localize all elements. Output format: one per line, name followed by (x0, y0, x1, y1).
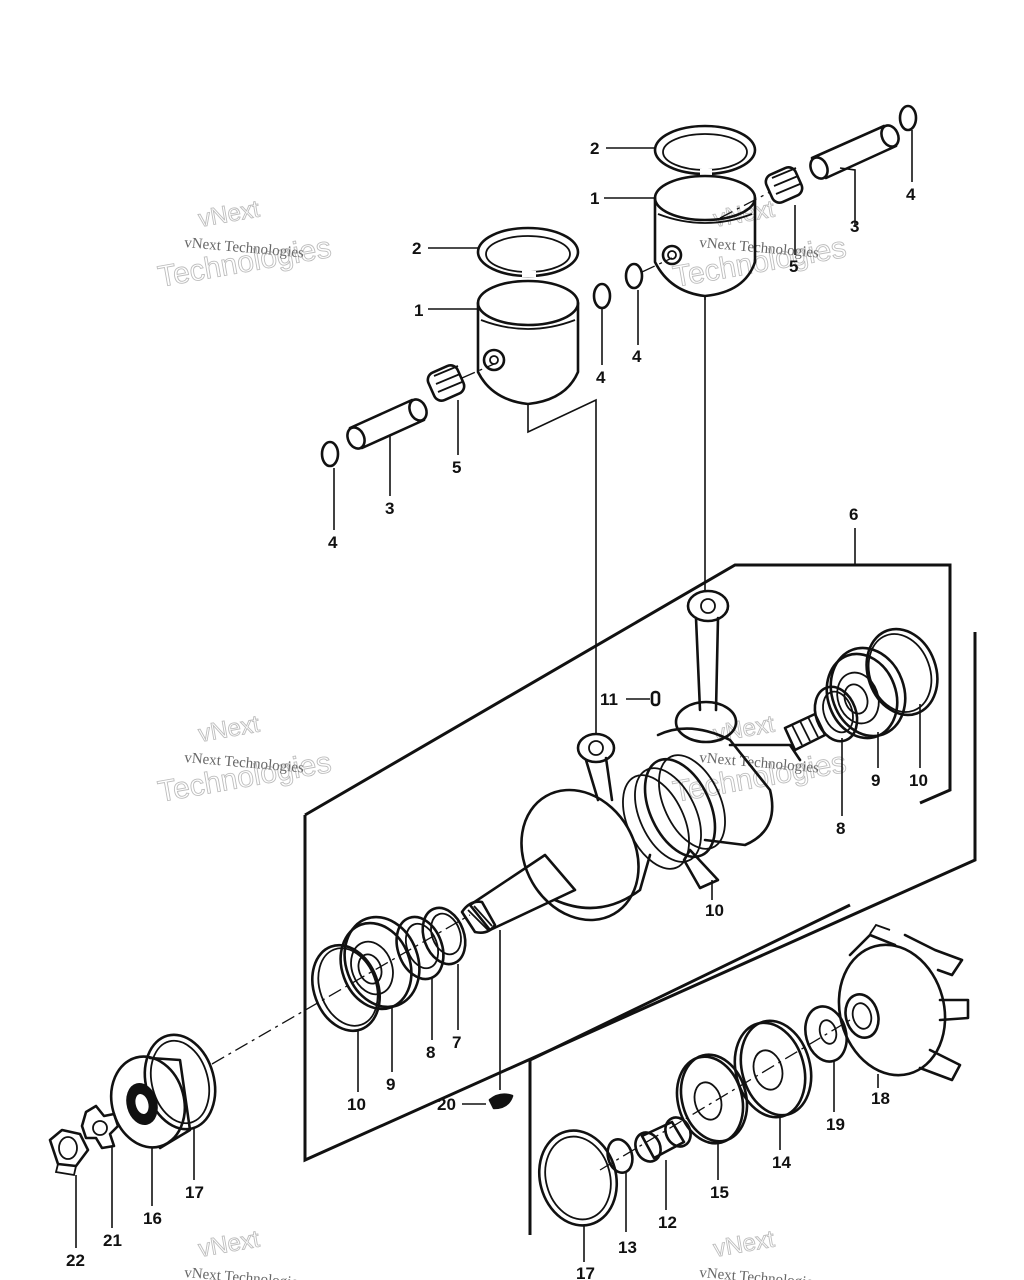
impeller-hub (837, 923, 970, 1082)
callout-pin-key: 11 (600, 690, 618, 709)
bushing (634, 1116, 692, 1163)
callout-gasket-bottom: 17 (576, 1264, 595, 1280)
watermark-line2: vNext Technologies (699, 1265, 820, 1280)
callout-oring-right: 10 (909, 771, 928, 790)
connecting-rod-left (576, 732, 616, 802)
circlip-upper-right-top (898, 104, 918, 132)
watermark-line1: vNext (196, 196, 261, 233)
callout-spacer-right: 8 (836, 819, 845, 838)
needle-bearing-left (426, 364, 466, 402)
ball-bearing-right (825, 646, 907, 740)
watermark: vNext vNext Technologies Technologies (670, 195, 849, 294)
watermark-line2: vNext Technologies (184, 1265, 305, 1280)
watermark-line1: vNext (196, 1226, 261, 1263)
hex-nut (48, 1128, 90, 1177)
callout-bushing: 12 (658, 1213, 677, 1232)
callout-spacer-left: 8 (426, 1043, 435, 1062)
crankshaft (460, 589, 827, 934)
leader-lines (75, 130, 921, 1262)
piston-group-left (320, 226, 612, 468)
callout-bearing-left-lower: 9 (386, 1075, 395, 1094)
callout-labels: 2 1 3 4 5 4 2 1 4 5 3 4 6 11 10 9 8 10 1… (66, 139, 928, 1280)
callout-lock-washer: 21 (103, 1231, 122, 1250)
piston-ring-left (476, 226, 580, 278)
piston-group-upper-right (624, 104, 918, 300)
callout-bearing-upper-right: 5 (789, 257, 798, 276)
piston-pin-left (346, 398, 428, 450)
lock-washer (80, 1104, 120, 1150)
watermark: vNext vNext Technologies (699, 1225, 820, 1280)
watermark: vNext vNext Technologies Technologies (155, 195, 334, 294)
callout-pin-upper-right: 3 (850, 217, 859, 236)
washer-left (421, 906, 467, 966)
callout-piston-left: 1 (414, 301, 423, 320)
piston-pin-upper-right (809, 124, 900, 180)
piston-ring-upper-right (653, 124, 757, 176)
gasket-bottom (537, 1129, 619, 1227)
watermark: vNext vNext Technologies Technologies (670, 710, 849, 809)
watermark-line1: vNext (711, 1226, 776, 1263)
oring-right (865, 627, 939, 717)
callout-seal-housing: 16 (143, 1209, 162, 1228)
callout-bearing-right: 9 (871, 771, 880, 790)
oring-left (311, 943, 381, 1033)
woodruff-key (462, 930, 514, 1110)
impeller-group-frame (528, 903, 851, 1235)
callout-woodruff-key: 20 (437, 1095, 456, 1114)
callout-piston-upper-right: 1 (590, 189, 599, 208)
watermark-line1: vNext (711, 711, 776, 748)
callout-nut: 22 (66, 1251, 85, 1270)
callout-pin-left: 3 (385, 499, 394, 518)
connecting-rod-right (674, 589, 738, 744)
crankshaft-assembly-frame (303, 300, 977, 1163)
callout-oring-small: 13 (618, 1238, 637, 1257)
callout-clip-left-right: 4 (596, 368, 606, 387)
callout-bearing-left: 5 (452, 458, 461, 477)
seal-housing (109, 1055, 192, 1150)
callout-thrust-washer: 15 (710, 1183, 729, 1202)
ball-bearing-left (339, 915, 421, 1011)
callout-oring-left: 10 (347, 1095, 366, 1114)
callout-ring-left: 2 (412, 239, 421, 258)
watermark: vNext vNext Technologies Technologies (155, 710, 334, 809)
callout-clip-left-bottom: 4 (328, 533, 338, 552)
circlip-left-right (592, 282, 612, 310)
spacer-right (813, 685, 859, 743)
callout-crankshaft-assy: 6 (849, 505, 858, 524)
callout-seal-center: 10 (705, 901, 724, 920)
oring-small (606, 1137, 634, 1175)
thrust-plate (733, 1019, 813, 1119)
watermark: vNext vNext Technologies (184, 1225, 305, 1280)
needle-bearing-upper-right (764, 166, 804, 204)
callout-impeller-hub: 18 (871, 1089, 890, 1108)
callout-gasket-left: 17 (185, 1183, 204, 1202)
circlip-left-bottom (320, 440, 340, 468)
callout-thrust-plate: 14 (772, 1153, 791, 1172)
watermark-line1: vNext (711, 196, 776, 233)
callout-clip-upper-right-left: 4 (632, 347, 642, 366)
circlip-upper-right-left (624, 262, 644, 290)
callout-ring-upper-right: 2 (590, 139, 599, 158)
callout-washer-small: 19 (826, 1115, 845, 1134)
callout-clip-upper-right-top: 4 (906, 185, 916, 204)
callout-washer-left: 7 (452, 1033, 461, 1052)
watermark-line1: vNext (196, 711, 261, 748)
piston-left (476, 279, 580, 406)
dowel-pin (626, 690, 661, 707)
